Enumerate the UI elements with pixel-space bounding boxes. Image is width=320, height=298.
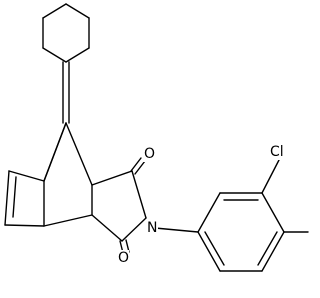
bond <box>65 47 90 63</box>
imide-ring <box>91 157 147 254</box>
exocyclic-double-bond <box>62 61 70 124</box>
bond <box>91 170 133 186</box>
bond <box>154 227 199 233</box>
bond <box>121 217 147 242</box>
bond <box>4 224 45 227</box>
label-background <box>146 220 158 236</box>
bond <box>131 170 147 219</box>
norbornene-core <box>4 122 93 227</box>
bond <box>130 157 142 172</box>
bond <box>261 231 285 272</box>
label-background <box>270 144 290 160</box>
bond <box>42 3 67 19</box>
bond <box>42 47 67 63</box>
aryl-ring <box>197 192 285 272</box>
bond <box>43 122 67 182</box>
atom-label-n-group: N <box>146 220 158 236</box>
bond <box>8 170 45 182</box>
atom-label-nitrogen: N <box>147 220 157 236</box>
cyclohexylidene-ring <box>42 3 90 63</box>
atom-label-o-top-group: O <box>143 146 155 162</box>
chemical-structure: O O N Cl <box>4 3 309 272</box>
atom-label-o-bottom-group: O <box>117 250 129 266</box>
bond <box>65 122 93 186</box>
bond <box>65 3 90 19</box>
bond <box>91 214 123 242</box>
bond <box>197 192 221 233</box>
bond <box>204 231 225 266</box>
bond <box>134 160 146 175</box>
label-background <box>143 146 155 162</box>
atom-label-oxygen-top: O <box>144 146 155 162</box>
atom-label-oxygen-bottom: O <box>118 250 129 266</box>
bond <box>43 214 93 227</box>
bond <box>261 159 280 194</box>
bond <box>197 231 221 272</box>
bond <box>4 170 10 226</box>
atom-label-chlorine: Cl <box>270 144 284 160</box>
bond <box>261 192 285 233</box>
bond <box>12 176 17 218</box>
bond <box>257 231 278 266</box>
atom-label-cl-group: Cl <box>270 144 290 160</box>
label-background <box>117 250 129 266</box>
